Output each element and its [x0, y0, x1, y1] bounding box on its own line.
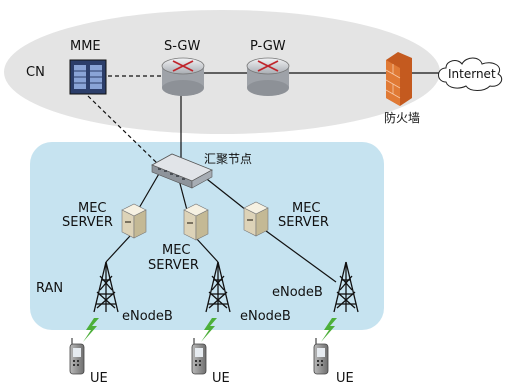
- pgw-router-icon: [246, 57, 290, 96]
- mec-left-label-line1: MEC: [78, 201, 107, 216]
- link-mec-left-enb: [105, 235, 131, 263]
- ue-phone-middle-icon: [191, 338, 207, 375]
- mec-server-middle-icon: [183, 203, 209, 241]
- mme-label: MME: [70, 39, 101, 54]
- link-mme-aggregation: [87, 95, 161, 167]
- mec-right-label-line1: MEC: [292, 201, 321, 216]
- ue-right-label: UE: [336, 371, 354, 386]
- ue-left-label: UE: [90, 371, 108, 386]
- wireless-link-right-icon: [321, 318, 337, 342]
- internet-label: Internet: [448, 67, 496, 81]
- aggregation-node-label: 汇聚节点: [204, 152, 253, 166]
- ue-phone-right-icon: [313, 338, 329, 375]
- firewall-icon: [385, 52, 412, 106]
- mec-server-left-icon: [121, 203, 147, 239]
- core-network-region: [4, 10, 440, 134]
- pgw-label: P-GW: [250, 39, 286, 54]
- control-lines: [87, 75, 162, 167]
- mme-icon: [69, 59, 107, 95]
- enodeb-tower-left-icon: [93, 261, 119, 313]
- enodeb-tower-right-icon: [333, 261, 359, 313]
- mec-right-label-line2: SERVER: [278, 215, 329, 230]
- ran-region: [30, 142, 384, 330]
- enodeb-middle-label: eNodeB: [240, 309, 291, 324]
- wireless-link-middle-icon: [201, 318, 217, 342]
- ue-middle-label: UE: [212, 371, 230, 386]
- sgw-router-icon: [161, 57, 205, 96]
- mec-middle-label-line1: MEC: [162, 243, 191, 258]
- enodeb-right-label: eNodeB: [272, 285, 323, 300]
- connection-lines: [105, 72, 440, 283]
- ran-label: RAN: [36, 281, 64, 296]
- link-mec-mid-enb: [195, 237, 219, 263]
- link-mec-right-enb: [261, 227, 337, 283]
- aggregation-switch-icon: [151, 153, 213, 189]
- core-network-label: CN: [26, 65, 45, 80]
- internet-cloud-icon: [438, 57, 503, 91]
- ue-phone-left-icon: [69, 338, 85, 375]
- mec-server-right-icon: [243, 201, 269, 237]
- firewall-label: 防火墙: [384, 111, 421, 125]
- mec-middle-label-line2: SERVER: [148, 258, 199, 273]
- enodeb-left-label: eNodeB: [122, 309, 173, 324]
- wireless-link-left-icon: [83, 318, 99, 342]
- sgw-label: S-GW: [164, 39, 201, 54]
- enodeb-tower-middle-icon: [205, 261, 231, 313]
- mec-left-label-line2: SERVER: [62, 215, 113, 230]
